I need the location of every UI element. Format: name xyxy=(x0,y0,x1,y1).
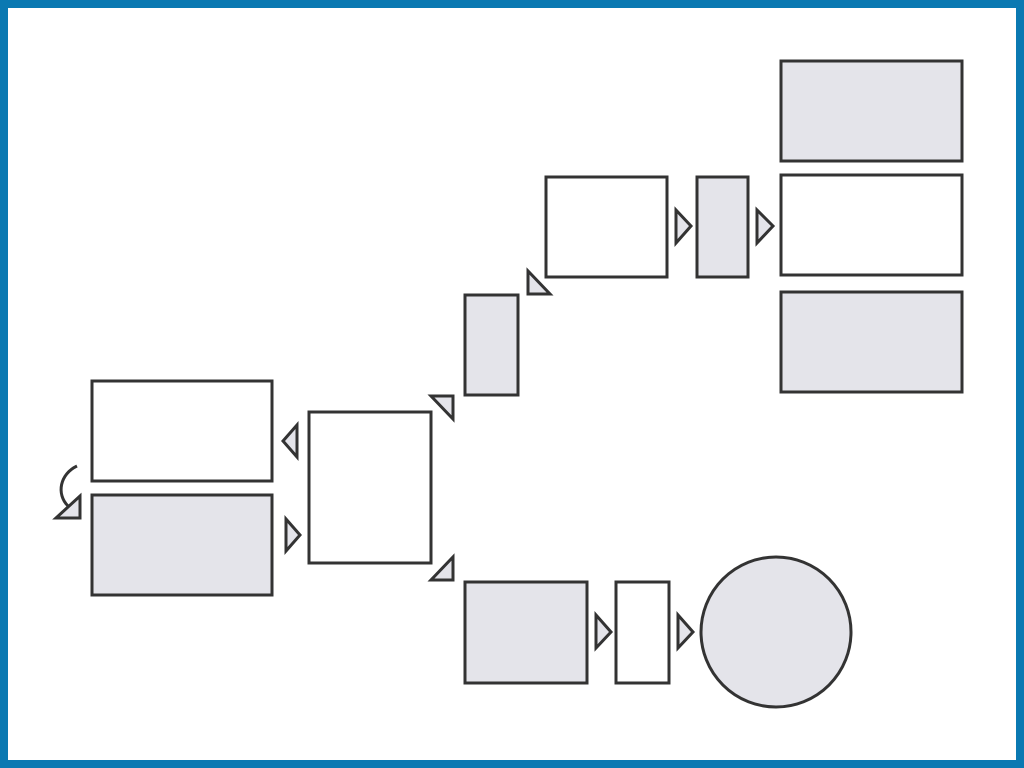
arrow-center-to-left-top xyxy=(281,421,299,461)
arrow-center-to-lower-left xyxy=(427,553,455,582)
top-narrow-box xyxy=(695,175,750,279)
left-top-box xyxy=(90,379,274,483)
arrow-top-narrow-to-right-middle xyxy=(755,206,776,247)
arrow-lower-left-to-lower-narrow xyxy=(594,611,614,652)
loop-arrow-head xyxy=(52,492,82,520)
arrow-upper-small-to-top-mid xyxy=(526,267,554,296)
arrow-left-bottom-to-center xyxy=(284,515,302,555)
left-bottom-box xyxy=(90,493,274,597)
lower-narrow-box xyxy=(614,580,671,685)
right-bottom-box xyxy=(779,290,964,394)
center-box xyxy=(307,410,433,565)
loop-arrow-curve xyxy=(59,464,78,508)
right-middle-box xyxy=(779,173,964,277)
end-circle xyxy=(699,555,853,709)
arrow-center-to-upper-small xyxy=(427,394,455,423)
top-mid-box xyxy=(544,175,669,279)
right-top-box xyxy=(779,59,964,163)
arrow-top-mid-to-top-narrow xyxy=(674,206,694,247)
upper-small-box xyxy=(463,293,520,397)
lower-left-box xyxy=(463,580,589,685)
arrow-lower-narrow-to-circle xyxy=(676,611,696,652)
